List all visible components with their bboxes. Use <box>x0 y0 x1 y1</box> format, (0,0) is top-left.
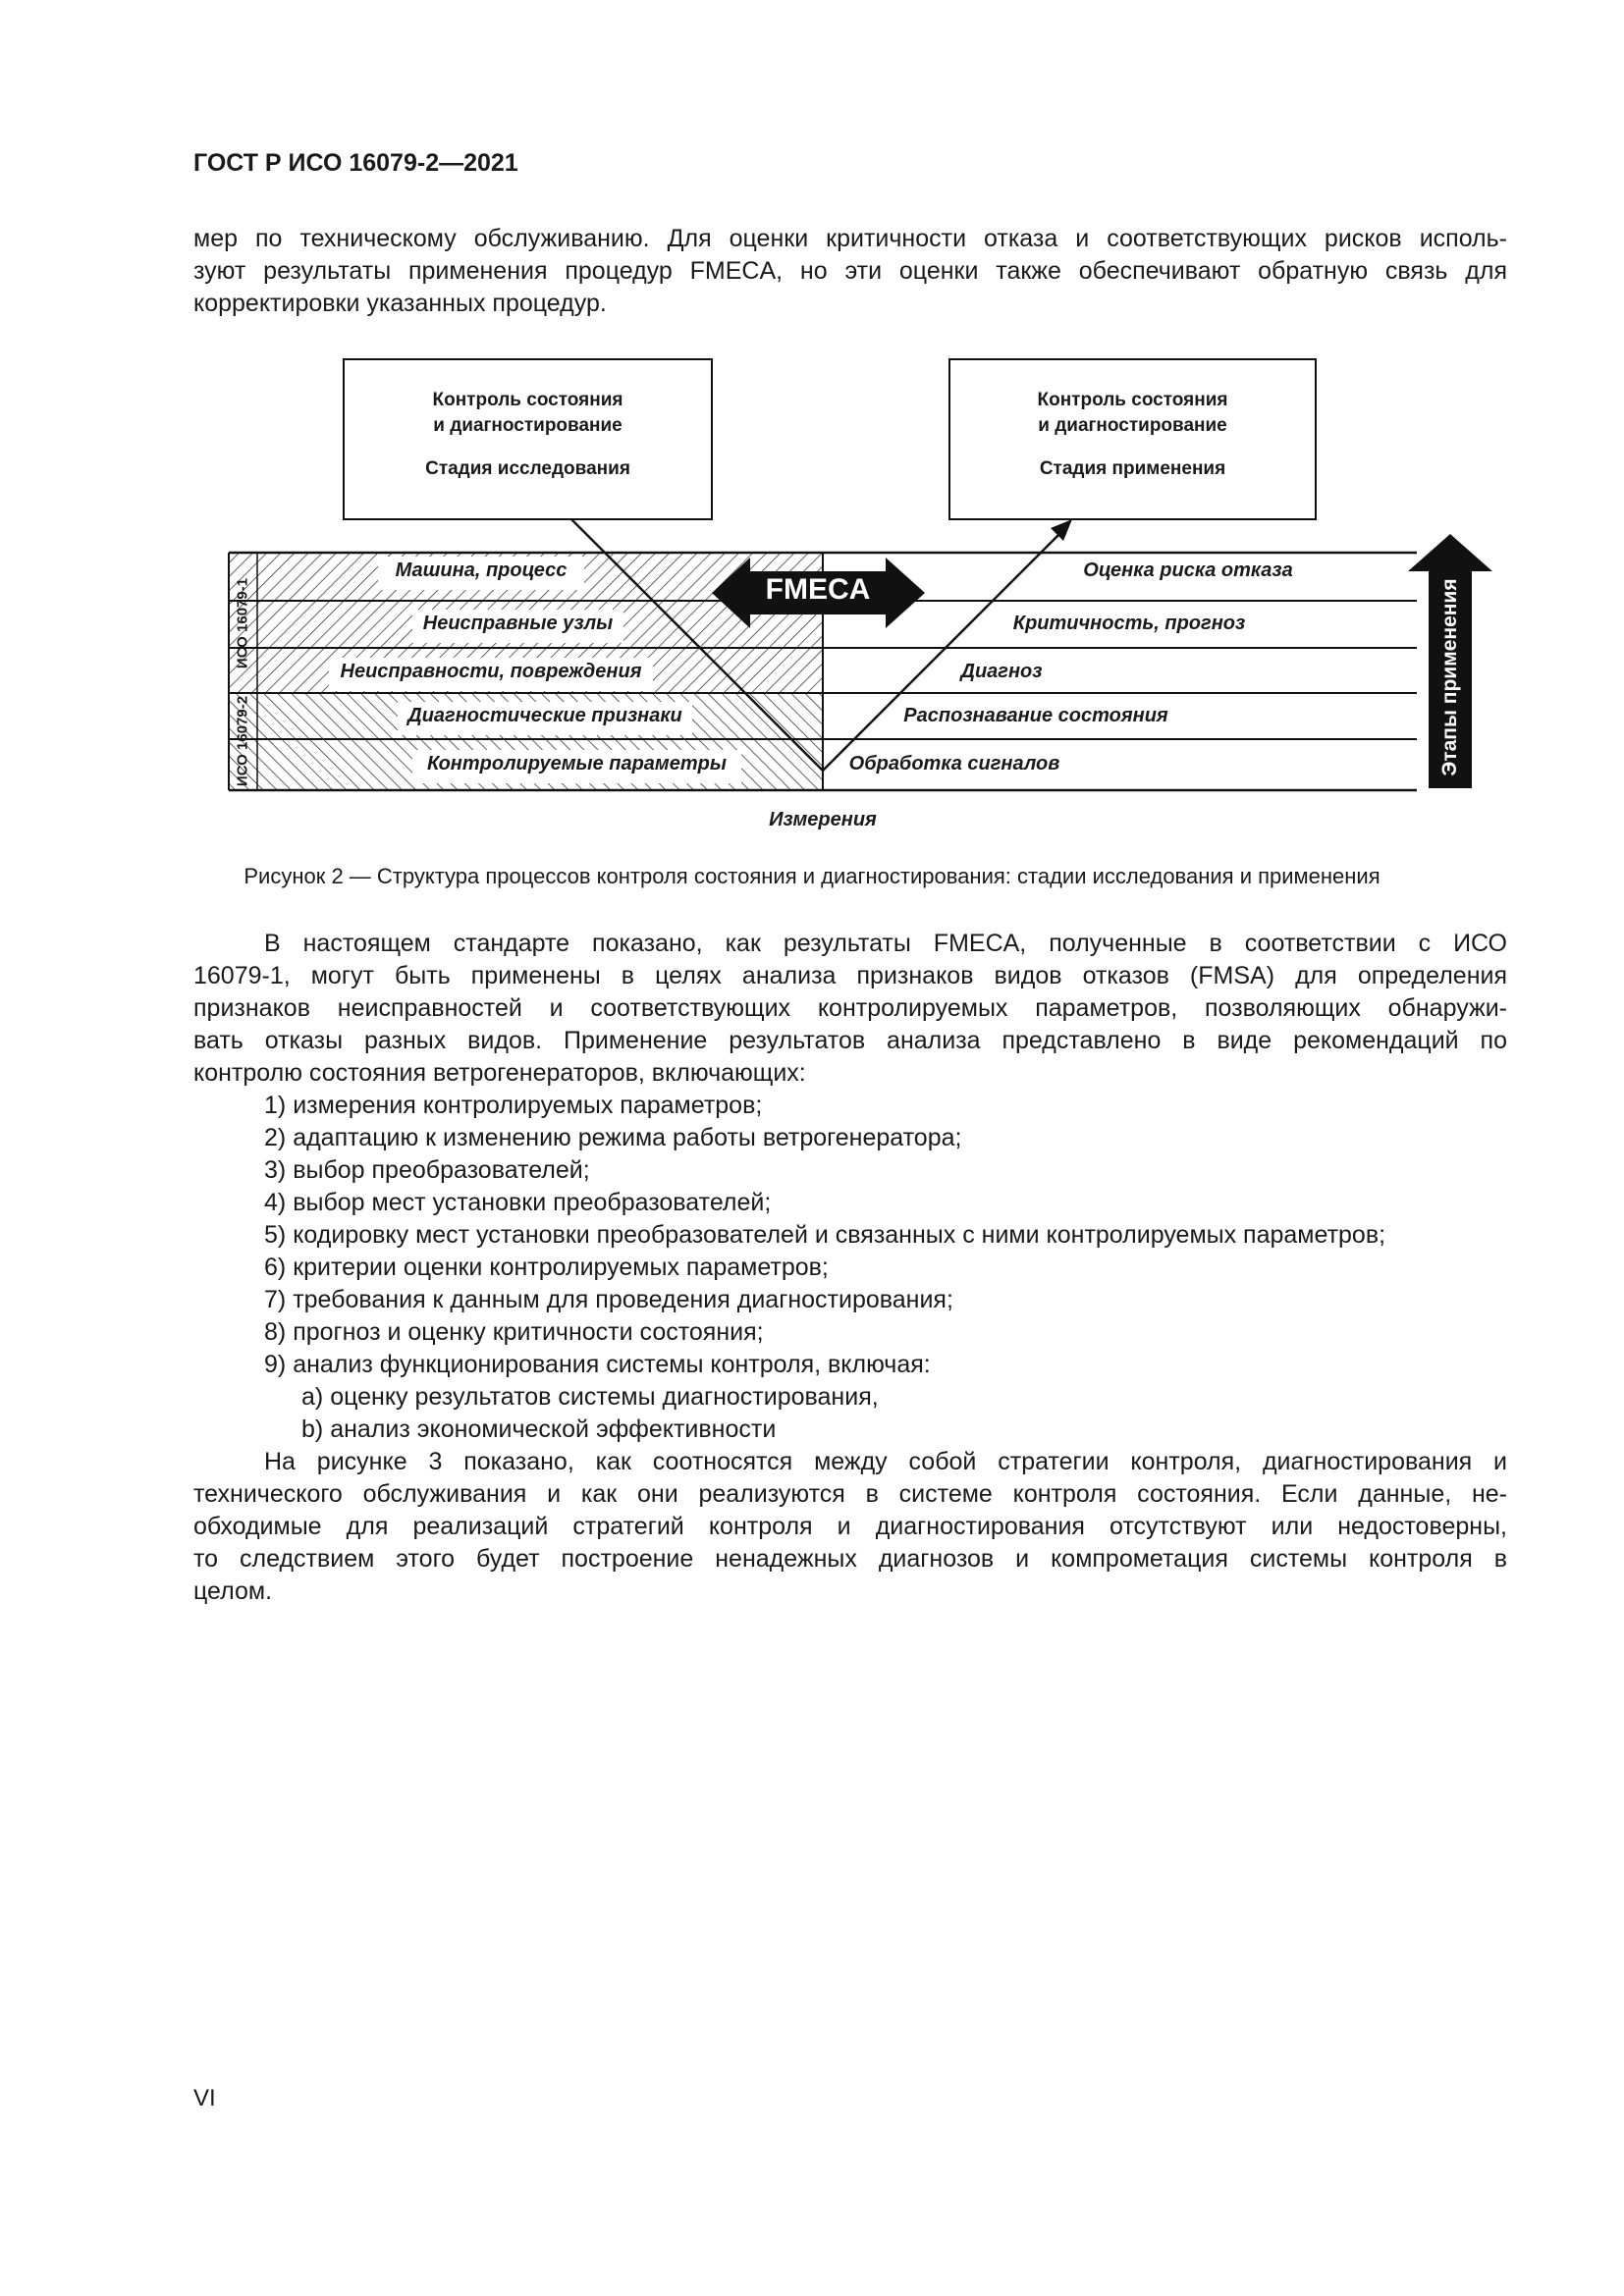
measurements-label: Измерения <box>769 809 877 830</box>
list-text: требования к данным для проведения диагн… <box>293 1286 953 1313</box>
application-ascent-line <box>822 527 1066 772</box>
list-num: 3) <box>264 1156 287 1184</box>
document-header: ГОСТ Р ИСО 16079-2—2021 <box>193 149 518 177</box>
list-item-5: 5) кодировку мест установки преобразоват… <box>264 1219 1385 1252</box>
list-text: адаптацию к изменению режима работы ветр… <box>293 1124 962 1151</box>
sublist-item-a: a) оценку результатов системы диагностир… <box>301 1381 879 1414</box>
list-item-3: 3) выбор преобразователей; <box>264 1154 590 1187</box>
intro-line-3: корректировки указанных процедур. <box>193 290 607 317</box>
list-num: 8) <box>264 1318 287 1346</box>
para2-line-1: На рисунке 3 показано, как соотносятся м… <box>264 1448 1507 1475</box>
list-num: 2) <box>264 1124 287 1151</box>
para2-line-5: целом. <box>193 1577 273 1605</box>
list-text: прогноз и оценку критичности состояния; <box>293 1318 764 1346</box>
list-num: 7) <box>264 1286 287 1313</box>
side-label-iso1: ИСО 16079-1 <box>234 577 251 669</box>
figure-2-diagram <box>228 358 1492 792</box>
intro-line-1: мер по техническому обслуживанию. Для оц… <box>193 225 1507 252</box>
research-descent-line <box>570 518 824 772</box>
list-item-1: 1) измерения контролируемых параметров; <box>264 1090 762 1122</box>
list-item-6: 6) критерии оценки контролируемых параме… <box>264 1252 829 1284</box>
stages-label: Этапы применения <box>1438 578 1461 776</box>
list-text: измерения контролируемых параметров; <box>293 1092 763 1119</box>
para1-line-3: признаков неисправностей и соответствующ… <box>193 994 1507 1022</box>
sublist-item-b: b) анализ экономической эффективности <box>301 1414 776 1446</box>
side-label-iso2: ИСО 16079-2 <box>234 695 251 787</box>
box-left-line-2: и диагностирование <box>433 415 623 436</box>
para2-line-4: то следствием этого будет построение нен… <box>193 1545 1507 1573</box>
right-row-1: Оценка риска отказа <box>1083 560 1293 581</box>
list-num: 5) <box>264 1221 287 1249</box>
sublist-text: анализ экономической эффективности <box>330 1415 777 1443</box>
box-right-line-2: и диагностирование <box>1038 415 1227 436</box>
para2-line-2: технического обслуживания и как они реал… <box>193 1480 1507 1508</box>
para2-line-3: обходимые для реализаций стратегий контр… <box>193 1513 1507 1540</box>
page-number: VI <box>193 2085 216 2111</box>
application-arrowhead <box>1051 519 1072 541</box>
figure-2: Контроль состояния и диагностирование Ст… <box>0 348 1624 839</box>
para1-line-4: вать отказы разных видов. Применение рез… <box>193 1027 1507 1054</box>
list-text: кодировку мест установки преобразователе… <box>293 1221 1386 1249</box>
box-research-stage <box>343 358 713 520</box>
left-row-4: Диагностические признаки <box>407 705 682 726</box>
left-row-3: Неисправности, повреждения <box>340 661 642 682</box>
stages-up-arrow <box>1408 534 1492 788</box>
list-item-7: 7) требования к данным для проведения ди… <box>264 1284 953 1316</box>
list-num: 9) <box>264 1351 287 1378</box>
left-row-2: Неисправные узлы <box>422 613 614 634</box>
list-num: 1) <box>264 1092 287 1119</box>
sublist-num: a) <box>301 1383 324 1411</box>
list-text: выбор преобразователей; <box>293 1156 590 1184</box>
fmeca-double-arrow <box>712 558 925 628</box>
box-application-stage <box>948 358 1317 520</box>
box-right-line-1: Контроль состояния <box>1037 390 1228 410</box>
list-item-4: 4) выбор мест установки преобразователей… <box>264 1187 771 1219</box>
para1-line-1: В настоящем стандарте показано, как резу… <box>264 930 1507 957</box>
box-left-stage: Стадия исследования <box>425 458 630 479</box>
box-right-stage: Стадия применения <box>1039 458 1226 479</box>
list-item-8: 8) прогноз и оценку критичности состояни… <box>264 1316 764 1349</box>
list-text: критерии оценки контролируемых параметро… <box>293 1254 829 1281</box>
list-num: 6) <box>264 1254 287 1281</box>
right-row-2: Критичность, прогноз <box>1012 613 1246 634</box>
intro-line-2: зуют результаты применения процедур FMEC… <box>193 257 1507 285</box>
box-left-line-1: Контроль состояния <box>432 390 623 410</box>
figure-caption: Рисунок 2 — Структура процессов контроля… <box>244 864 1380 888</box>
para1-line-5: контролю состояния ветрогенераторов, вкл… <box>193 1059 806 1087</box>
para1-line-2: 16079-1, могут быть применены в целях ан… <box>193 962 1507 989</box>
right-row-3: Диагноз <box>960 661 1043 682</box>
list-text: выбор мест установки преобразователей; <box>293 1189 772 1216</box>
list-item-9: 9) анализ функционирования системы контр… <box>264 1349 931 1381</box>
right-row-5: Обработка сигналов <box>848 753 1060 774</box>
list-text: анализ функционирования системы контроля… <box>293 1351 931 1378</box>
list-item-2: 2) адаптацию к изменению режима работы в… <box>264 1122 961 1154</box>
right-row-4: Распознавание состояния <box>903 705 1168 726</box>
left-row-5: Контролируемые параметры <box>427 753 727 774</box>
left-row-1: Машина, процесс <box>395 560 568 581</box>
list-num: 4) <box>264 1189 287 1216</box>
fmeca-label: FMECA <box>765 573 871 606</box>
sublist-num: b) <box>301 1415 324 1443</box>
sublist-text: оценку результатов системы диагностирова… <box>330 1383 879 1411</box>
